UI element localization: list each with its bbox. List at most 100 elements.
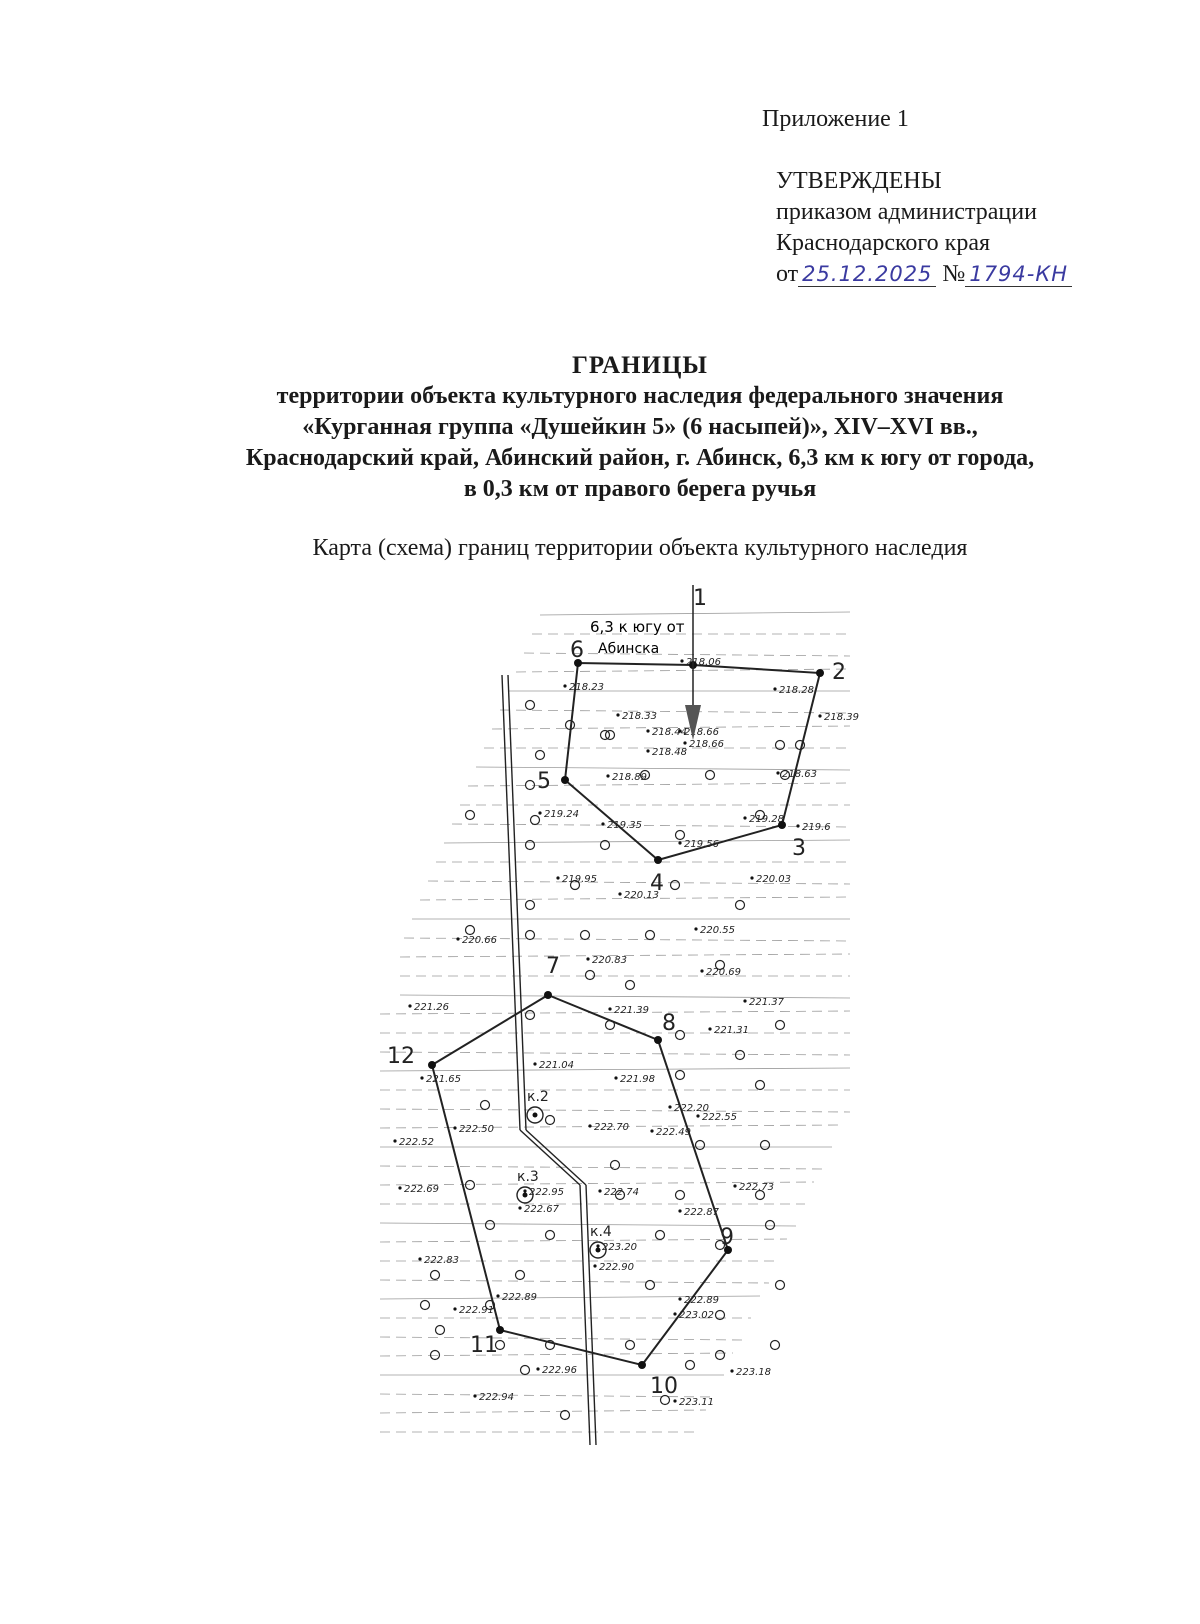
kurgan-center xyxy=(532,1112,538,1118)
contour-line xyxy=(380,1051,851,1056)
terrain-marker xyxy=(764,1219,776,1231)
elevation-label: 219.56 xyxy=(684,839,719,850)
elevation-label: 222.90 xyxy=(599,1262,634,1273)
elevation-label: 218.33 xyxy=(622,711,657,722)
terrain-marker xyxy=(604,729,616,741)
terrain-marker xyxy=(544,1229,556,1241)
elevation-label: 222.67 xyxy=(524,1204,560,1215)
terrain-marker xyxy=(674,1029,686,1041)
elevation-dot xyxy=(453,1126,457,1130)
terrain-marker xyxy=(494,1339,506,1351)
terrain-marker xyxy=(654,1229,666,1241)
terrain-marker xyxy=(524,929,536,941)
terrain-marker xyxy=(674,1189,686,1201)
elevation-dot xyxy=(678,729,682,733)
annex-label: Приложение 1 xyxy=(762,106,909,132)
elevation-dot xyxy=(393,1139,397,1143)
location-note-line2: Абинска xyxy=(598,641,659,657)
terrain-marker xyxy=(644,1279,656,1291)
elevation-dot xyxy=(796,824,800,828)
elevation-dot xyxy=(588,1124,592,1128)
elevation-label: 222.55 xyxy=(702,1112,737,1123)
elevation-label: 222.95 xyxy=(529,1187,564,1198)
terrain-marker xyxy=(609,1159,621,1171)
elevation-dot xyxy=(678,841,682,845)
boundary-point-label-11: 11 xyxy=(470,1333,498,1358)
elevation-label: 222.87 xyxy=(684,1207,720,1218)
terrain-marker xyxy=(714,959,726,971)
elevation-dot xyxy=(538,811,542,815)
kurgan-marker xyxy=(516,1186,534,1204)
terrain-marker xyxy=(624,979,636,991)
contour-line xyxy=(380,1352,734,1357)
elevation-dot xyxy=(678,1297,682,1301)
elevation-label: 219.24 xyxy=(544,809,579,820)
elevation-dot xyxy=(523,1189,527,1193)
elevation-label: 220.69 xyxy=(706,967,741,978)
elevation-dot xyxy=(673,1312,677,1316)
elevation-dot xyxy=(696,1114,700,1118)
boundary-point-8 xyxy=(654,1036,662,1044)
boundary-point-11 xyxy=(496,1326,504,1334)
boundary-point-3 xyxy=(778,821,786,829)
elevation-dot xyxy=(614,1076,618,1080)
terrain-marker xyxy=(559,1409,571,1421)
elevation-dot xyxy=(683,741,687,745)
contour-line xyxy=(443,839,851,844)
contour-line xyxy=(419,896,851,901)
elevation-label: 218.66 xyxy=(684,727,719,738)
elevation-label: 221.39 xyxy=(614,1005,649,1016)
terrain-marker xyxy=(694,1139,706,1151)
elevation-dot xyxy=(818,714,822,718)
boundary-point-label-5: 5 xyxy=(537,769,551,794)
road-edge xyxy=(585,1184,597,1446)
terrain-marker xyxy=(754,1189,766,1201)
elevation-dot xyxy=(608,1007,612,1011)
elevation-dot xyxy=(456,937,460,941)
elevation-dot xyxy=(743,816,747,820)
terrain-marker xyxy=(624,1339,636,1351)
elevation-dot xyxy=(750,876,754,880)
elevation-dot xyxy=(650,1129,654,1133)
elevation-label: 222.73 xyxy=(739,1182,774,1193)
elevation-label: 222.91 xyxy=(459,1305,494,1316)
contour-line xyxy=(380,1108,851,1113)
road-edge xyxy=(579,1184,591,1446)
date-value: 25.12.2025 xyxy=(798,262,937,287)
terrain-markers xyxy=(419,699,806,1421)
contour-line xyxy=(380,1165,824,1170)
terrain-marker xyxy=(599,729,611,741)
contour-line xyxy=(491,725,851,730)
boundary-point-7 xyxy=(544,991,552,999)
elevation-label: 218.39 xyxy=(824,712,859,723)
elevation-dot xyxy=(730,1369,734,1373)
elevation-label: 221.98 xyxy=(620,1074,655,1085)
contour-line xyxy=(380,1279,770,1284)
boundary-point-label-6: 6 xyxy=(570,638,584,663)
road-edge xyxy=(519,1129,581,1186)
elevation-label: 222.89 xyxy=(684,1295,719,1306)
terrain-marker xyxy=(524,699,536,711)
elevation-label: 220.83 xyxy=(592,955,627,966)
title-line1: территории объекта культурного наследия … xyxy=(276,383,1004,409)
north-arrow-icon xyxy=(685,705,701,740)
elevation-label: 222.52 xyxy=(399,1137,434,1148)
contour-line xyxy=(380,1067,851,1072)
boundary-point-4 xyxy=(654,856,662,864)
elevation-dot xyxy=(733,1184,737,1188)
terrain-marker xyxy=(684,1359,696,1371)
elevation-dot xyxy=(593,1264,597,1268)
road-edge xyxy=(507,674,527,1131)
approved-by-line1: приказом администрации xyxy=(776,199,1037,225)
contour-line xyxy=(380,1124,842,1129)
kurgan-label: к.3 xyxy=(517,1169,539,1185)
boundary-point-label-10: 10 xyxy=(650,1374,678,1399)
terrain-marker xyxy=(659,1394,671,1406)
terrain-marker xyxy=(774,739,786,751)
terrain-marker xyxy=(754,1079,766,1091)
boundary-point-label-8: 8 xyxy=(662,1011,676,1036)
terrain-marker xyxy=(519,1364,531,1376)
date-prefix: от xyxy=(776,261,799,287)
elevation-dot xyxy=(776,771,780,775)
